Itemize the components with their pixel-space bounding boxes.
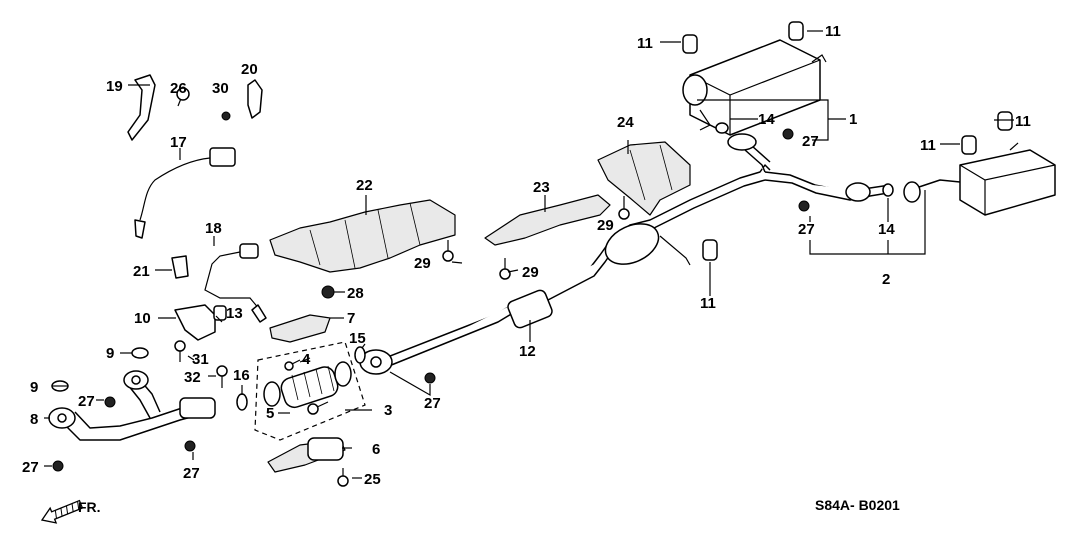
- converter-6: [267, 437, 346, 473]
- muffler-1: [682, 39, 827, 136]
- diagram-code: S84A- B0201: [815, 497, 900, 513]
- callout-labels: 11 11 14 1 27 11 11 27 14 2 11 24 23 29 …: [22, 23, 1031, 488]
- label-14: 14: [878, 221, 895, 238]
- bracket-10: [174, 304, 216, 341]
- exhaust-pipe-8: [48, 370, 216, 441]
- label-14: 14: [758, 111, 775, 128]
- label-2: 2: [882, 271, 890, 288]
- label-9: 9: [106, 345, 114, 362]
- leader-lines: [44, 30, 1014, 479]
- label-11: 11: [1015, 113, 1031, 130]
- label-29: 29: [597, 217, 614, 234]
- label-8: 8: [30, 411, 38, 428]
- flange-front-pipe: [359, 349, 393, 375]
- label-3: 3: [384, 402, 392, 419]
- heat-shield-23: [484, 194, 611, 246]
- label-11: 11: [920, 137, 936, 154]
- label-16: 16: [233, 367, 250, 384]
- label-27: 27: [183, 465, 200, 482]
- oxygen-sensor-17: [134, 147, 236, 239]
- label-27: 27: [802, 133, 819, 150]
- label-30: 30: [212, 80, 229, 97]
- nuts-27: [52, 128, 810, 472]
- grommet-13: [213, 305, 227, 321]
- label-28: 28: [347, 285, 364, 302]
- label-22: 22: [356, 177, 373, 194]
- front-label: FR.: [78, 499, 101, 515]
- label-23: 23: [533, 179, 550, 196]
- label-6: 6: [372, 441, 380, 458]
- label-10: 10: [134, 310, 151, 327]
- rear-pipe-y-section: [727, 133, 891, 202]
- label-27: 27: [78, 393, 95, 410]
- small-gaskets: [51, 346, 366, 411]
- label-7: 7: [347, 310, 355, 327]
- label-27: 27: [22, 459, 39, 476]
- label-4: 4: [302, 351, 311, 368]
- label-18: 18: [205, 220, 222, 237]
- converter-assembly-3: [254, 341, 366, 441]
- label-31: 31: [192, 351, 209, 368]
- oxygen-sensor-18: [204, 243, 267, 323]
- label-17: 17: [170, 134, 187, 151]
- label-1: 1: [849, 111, 857, 128]
- label-13: 13: [226, 305, 243, 322]
- exhaust-pipe-a-12: [379, 164, 771, 369]
- label-24: 24: [617, 114, 634, 131]
- converter-7: [269, 314, 331, 343]
- nut-28: [321, 285, 335, 299]
- label-12: 12: [519, 343, 536, 360]
- bracket-20-30: [221, 79, 263, 121]
- label-29: 29: [522, 264, 539, 281]
- label-11: 11: [825, 23, 841, 40]
- label-26: 26: [170, 80, 187, 97]
- label-19: 19: [106, 78, 123, 95]
- label-9: 9: [30, 379, 38, 396]
- label-20: 20: [241, 61, 258, 78]
- bracket-19: [127, 74, 156, 141]
- label-29: 29: [414, 255, 431, 272]
- heat-shield-22: [269, 199, 456, 273]
- rubber-hangers-11: [682, 21, 1013, 261]
- label-15: 15: [349, 330, 366, 347]
- label-11: 11: [637, 35, 653, 52]
- clip-21: [171, 255, 189, 279]
- bolts: [174, 87, 630, 487]
- label-27: 27: [798, 221, 815, 238]
- label-25: 25: [364, 471, 381, 488]
- label-21: 21: [133, 263, 150, 280]
- muffler-2: [903, 142, 1056, 216]
- front-arrow-icon: [40, 499, 84, 524]
- gaskets-14: [715, 122, 894, 197]
- label-11: 11: [700, 295, 716, 312]
- label-32: 32: [184, 369, 201, 386]
- label-27: 27: [424, 395, 441, 412]
- label-5: 5: [266, 405, 274, 422]
- heat-shield-24: [597, 141, 691, 216]
- front-direction-indicator: FR.: [40, 499, 101, 524]
